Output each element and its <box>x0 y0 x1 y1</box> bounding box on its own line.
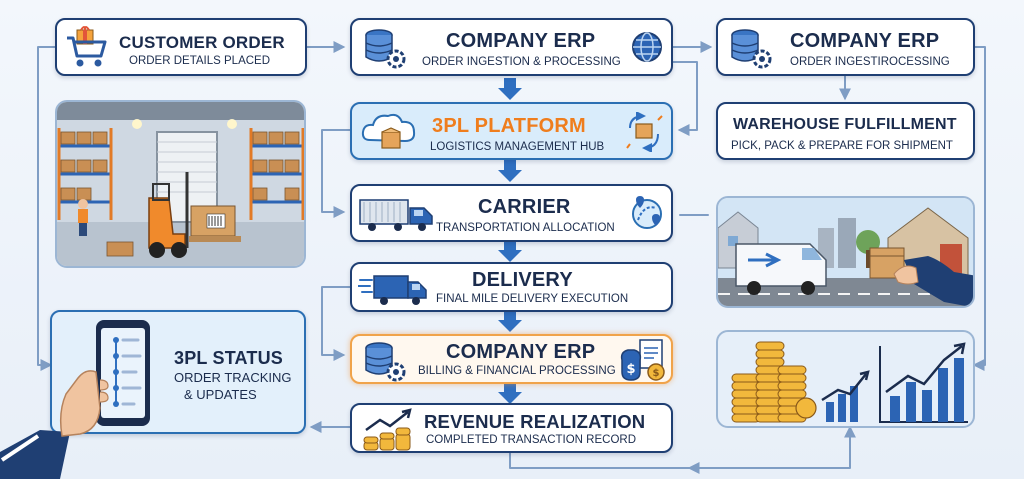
carrier-title: CARRIER <box>478 196 571 218</box>
delivery-van-icon <box>358 275 427 305</box>
box-cycle-icon <box>626 112 663 152</box>
van-house-scene <box>718 198 973 306</box>
customer-order-node: CUSTOMER ORDER ORDER DETAILS PLACED <box>55 18 307 76</box>
revenue-realization-title: REVENUE REALIZATION <box>424 411 646 432</box>
company-erp-right-node: COMPANY ERP ORDER INGESTIROCESSING <box>716 18 975 76</box>
warehouse-fulfillment-node: WAREHOUSE FULFILLMENT PICK, PACK & PREPA… <box>716 102 975 160</box>
truck-icon <box>359 199 433 231</box>
cloud-box-icon <box>361 113 416 149</box>
delivery-illustration <box>716 196 975 308</box>
phone-tracking-icon <box>0 320 150 479</box>
coins-growth-icon <box>363 408 412 451</box>
company-erp-ingestion-subtitle: ORDER INGESTION & PROCESSING <box>422 56 621 68</box>
coins-charts-scene <box>731 341 968 423</box>
delivery-node: DELIVERY FINAL MILE DELIVERY EXECUTION <box>350 262 673 312</box>
warehouse-fulfillment-title: WAREHOUSE FULFILLMENT <box>733 116 957 133</box>
warehouse-fulfillment-subtitle: PICK, PACK & PREPARE FOR SHIPMENT <box>731 140 953 152</box>
svg-text:$: $ <box>653 368 660 379</box>
database-gear-icon <box>365 29 406 69</box>
money-invoice-icon: $ $ <box>620 339 665 381</box>
database-gear-icon <box>365 342 406 382</box>
carrier-subtitle: TRANSPORTATION ALLOCATION <box>436 222 615 234</box>
shopping-cart-icon <box>67 26 107 67</box>
status-3pl-title: 3PL STATUS <box>174 348 284 368</box>
company-erp-right-subtitle: ORDER INGESTIROCESSING <box>790 56 950 68</box>
warehouse-forklift-scene <box>57 102 304 266</box>
customer-order-title: CUSTOMER ORDER <box>119 33 285 52</box>
company-erp-billing-node: COMPANY ERP BILLING & FINANCIAL PROCESSI… <box>350 334 673 384</box>
revenue-realization-subtitle: COMPLETED TRANSACTION RECORD <box>426 434 637 446</box>
warehouse-illustration <box>55 100 306 268</box>
company-erp-ingestion-node: COMPANY ERP ORDER INGESTION & PROCESSING <box>350 18 673 76</box>
platform-3pl-subtitle: LOGISTICS MANAGEMENT HUB <box>430 141 605 153</box>
globe-icon <box>632 32 662 62</box>
status-3pl-subtitle-line1: ORDER TRACKING <box>174 370 292 385</box>
company-erp-billing-title: COMPANY ERP <box>446 341 596 363</box>
customer-order-subtitle: ORDER DETAILS PLACED <box>129 55 271 67</box>
delivery-title: DELIVERY <box>472 269 573 291</box>
finance-illustration <box>716 330 975 428</box>
platform-3pl-node: 3PL PLATFORM LOGISTICS MANAGEMENT HUB <box>350 102 673 160</box>
carrier-node: CARRIER TRANSPORTATION ALLOCATION <box>350 184 673 242</box>
status-3pl-subtitle-line2: & UPDATES <box>184 387 257 402</box>
database-gear-icon <box>731 29 772 69</box>
svg-text:$: $ <box>626 362 635 377</box>
company-erp-billing-subtitle: BILLING & FINANCIAL PROCESSING <box>418 365 616 377</box>
platform-3pl-title: 3PL PLATFORM <box>432 115 586 137</box>
revenue-realization-node: REVENUE REALIZATION COMPLETED TRANSACTIO… <box>350 403 673 453</box>
company-erp-ingestion-title: COMPANY ERP <box>446 30 596 52</box>
company-erp-right-title: COMPANY ERP <box>790 30 940 52</box>
delivery-subtitle: FINAL MILE DELIVERY EXECUTION <box>436 293 629 305</box>
route-globe-icon <box>632 196 662 229</box>
